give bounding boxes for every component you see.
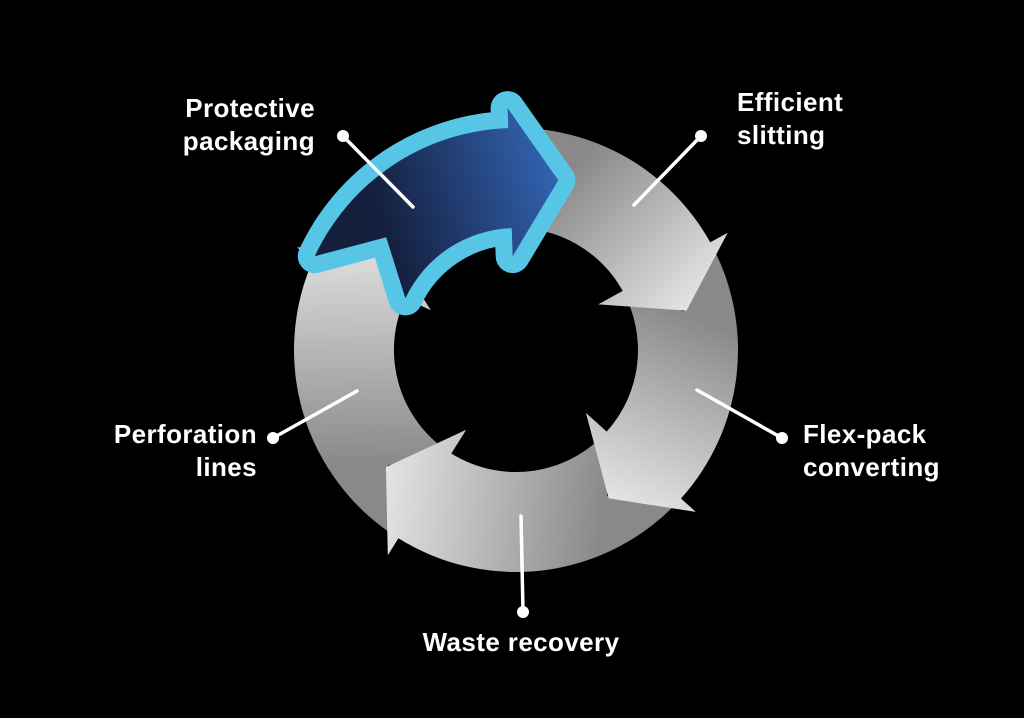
callout-label-line: Waste recovery	[422, 627, 620, 657]
arrow-protective-packaging	[314, 108, 559, 299]
callout-label-line: lines	[195, 451, 257, 482]
callout-label-line: Perforation	[113, 419, 257, 449]
callout-label-line: converting	[803, 451, 940, 482]
leader-dot-efficient-slitting	[695, 130, 707, 142]
callout-label-line: Efficient	[737, 87, 844, 117]
leader-line-flex-pack-converting	[695, 388, 784, 440]
leader-lines-group	[267, 130, 788, 618]
leader-dot-flex-pack-converting	[776, 432, 788, 444]
arrow-flex-pack-converting	[585, 242, 739, 512]
callout-label-line: Flex-pack	[803, 419, 927, 449]
callout-label-line: packaging	[182, 125, 315, 156]
leader-line-protective-packaging	[341, 134, 415, 209]
leader-line-waste-recovery	[519, 514, 525, 614]
leader-line-perforation-lines	[271, 389, 359, 440]
leader-dot-waste-recovery	[517, 606, 529, 618]
callout-label-line: Protective	[185, 93, 315, 123]
cycle-arrows-group	[294, 91, 739, 572]
callout-waste-recovery: Waste recovery	[423, 626, 620, 659]
callout-label-line: slitting	[737, 119, 826, 150]
leader-dot-perforation-lines	[267, 432, 279, 444]
leader-dot-protective-packaging	[337, 130, 349, 142]
leader-line-efficient-slitting	[632, 134, 703, 207]
arrow-perforation-lines	[294, 235, 452, 539]
arrow-waste-recovery	[385, 429, 681, 572]
